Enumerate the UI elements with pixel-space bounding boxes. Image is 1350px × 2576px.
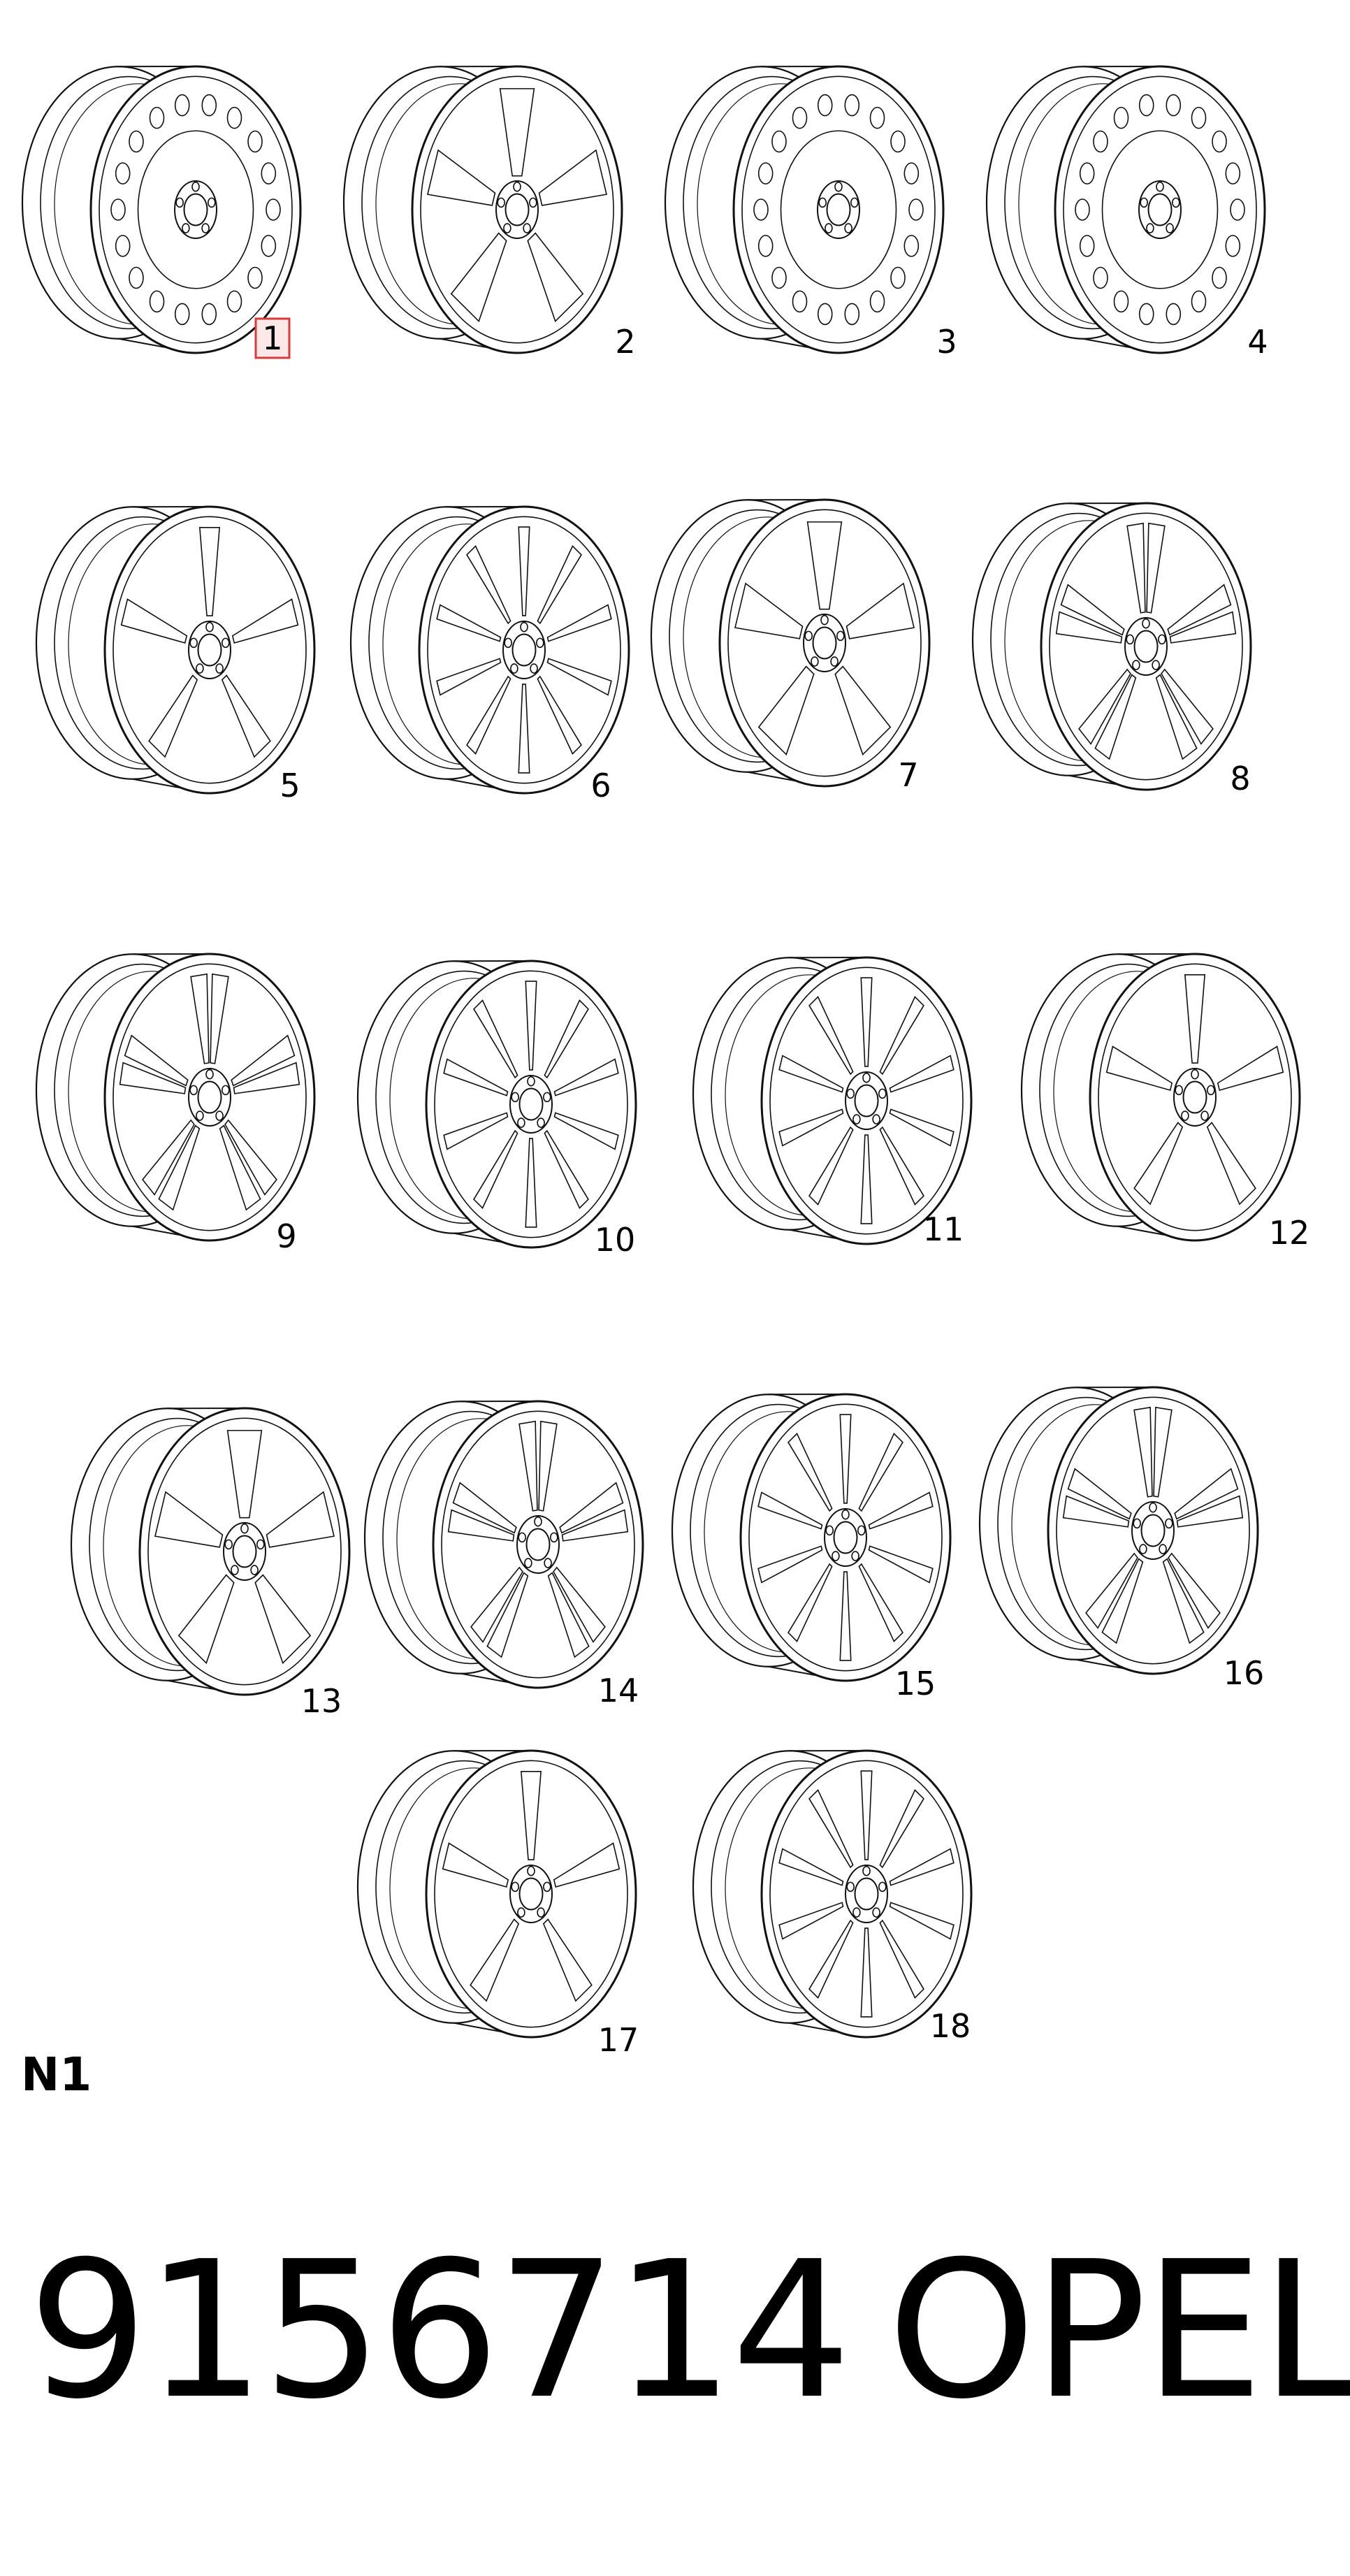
- wheel-number-label: 12: [1269, 1214, 1310, 1252]
- wheel-number-label: 16: [1224, 1654, 1265, 1692]
- wheel-number-label: 5: [280, 767, 300, 804]
- wheel-6: 6: [349, 505, 630, 804]
- wheel-11: 11: [692, 956, 973, 1248]
- section-label: N1: [21, 2048, 92, 2101]
- wheel-15: 15: [671, 1393, 952, 1702]
- wheel-16: 16: [978, 1386, 1265, 1692]
- highlight-box: [254, 317, 291, 359]
- brand-name: OPEL: [887, 2220, 1350, 2440]
- part-number: 9156714: [28, 2220, 851, 2440]
- wheel-14: 14: [363, 1400, 644, 1709]
- wheel-number-label: 8: [1230, 760, 1250, 797]
- wheel-number-label: 15: [895, 1665, 936, 1702]
- wheel-4: 4: [985, 65, 1268, 361]
- wheel-2: 2: [342, 65, 636, 361]
- wheel-7: 7: [650, 498, 931, 794]
- wheel-5: 5: [35, 505, 316, 804]
- wheel-number-label: 17: [598, 2021, 639, 2059]
- wheel-10: 10: [356, 960, 637, 1259]
- wheel-number-label: 18: [930, 2007, 971, 2045]
- wheel-17: 17: [356, 1749, 639, 2059]
- wheel-number-label: 6: [590, 767, 611, 804]
- wheel-number-label: 9: [276, 1217, 296, 1255]
- wheel-number-label: 10: [595, 1221, 636, 1259]
- wheel-number-label: 11: [923, 1210, 964, 1248]
- wheel-8: 8: [971, 502, 1252, 797]
- wheel-number-label: 13: [301, 1682, 342, 1720]
- wheel-18: 18: [692, 1749, 973, 2045]
- wheel-number-label: 7: [898, 756, 918, 794]
- wheel-number-label: 3: [936, 323, 957, 361]
- wheel-12: 12: [1020, 953, 1310, 1252]
- wheel-9: 9: [35, 953, 316, 1255]
- wheel-number-label: 1: [262, 319, 282, 357]
- wheel-number-label: 2: [615, 323, 635, 361]
- wheel-number-label: 14: [598, 1672, 639, 1709]
- wheel-number-label: 4: [1247, 323, 1268, 361]
- wheel-1: 1: [21, 65, 302, 359]
- wheel-3: 3: [664, 65, 957, 361]
- wheel-13: 13: [70, 1407, 351, 1720]
